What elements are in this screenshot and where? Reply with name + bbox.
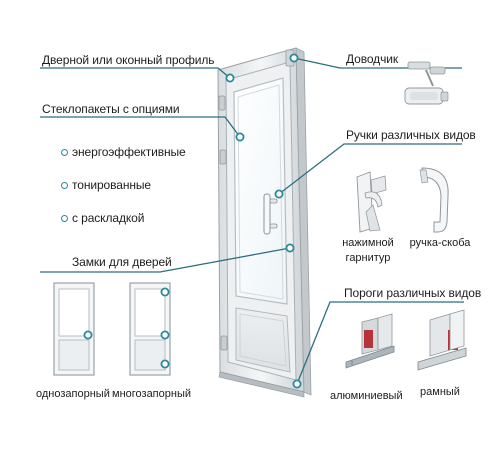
label-frame-threshold: рамный	[420, 386, 460, 398]
multi-lock-door	[129, 282, 171, 376]
label-glass-units: Стеклопакеты с опциями	[42, 102, 180, 116]
bullet-icon	[61, 182, 68, 189]
single-lock-point-icon	[83, 330, 93, 340]
door-closer-icon	[404, 61, 449, 105]
callout-dots	[225, 53, 302, 389]
callout-dot-closer	[289, 53, 299, 63]
single-lock-door	[53, 282, 95, 376]
label-single-lock: однозапорный	[36, 388, 110, 400]
callout-dot-locks	[285, 243, 295, 253]
glass-option-tinted: тонированные	[72, 178, 151, 192]
label-aluminium-threshold: алюминиевый	[330, 390, 403, 402]
pull-handle-icon	[419, 167, 449, 233]
glass-option-energy: энергоэффективные	[72, 145, 186, 159]
callout-line-thresholds	[296, 301, 464, 385]
label-push-handle-line1: нажимной	[342, 237, 394, 249]
label-multi-lock: многозапорный	[112, 388, 191, 400]
callout-line-locks	[40, 247, 291, 273]
glass-option-muntins: с раскладкой	[72, 211, 145, 225]
callout-line-glass	[40, 116, 241, 138]
bullet-icon	[61, 149, 68, 156]
label-thresholds: Пороги различных видов	[344, 286, 482, 300]
label-handles: Ручки различных видов	[346, 128, 476, 142]
label-push-handle-line2: гарнитур	[345, 252, 391, 264]
callout-dot-thresholds	[292, 379, 302, 389]
label-profile: Дверной или оконный профиль	[42, 53, 215, 67]
multi-lock-point-middle-icon	[160, 330, 170, 340]
callout-dot-glass	[235, 132, 245, 142]
label-door-locks: Замки для дверей	[72, 255, 172, 269]
multi-lock-point-top-icon	[160, 287, 170, 297]
push-handle-set-icon	[356, 171, 387, 233]
main-door	[217, 47, 312, 398]
callout-dot-profile	[225, 73, 235, 83]
bullet-icon	[61, 215, 68, 222]
callout-lines	[40, 57, 464, 385]
label-pull-handle: ручка-скоба	[409, 237, 471, 249]
callout-line-handles	[278, 143, 462, 195]
aluminium-threshold-icon	[345, 313, 395, 369]
label-door-closer: Доводчик	[346, 52, 398, 66]
callout-line-profile	[40, 67, 231, 79]
frame-threshold-icon	[417, 309, 467, 371]
multi-lock-point-bottom-icon	[160, 359, 170, 369]
callout-dot-handles	[274, 189, 284, 199]
